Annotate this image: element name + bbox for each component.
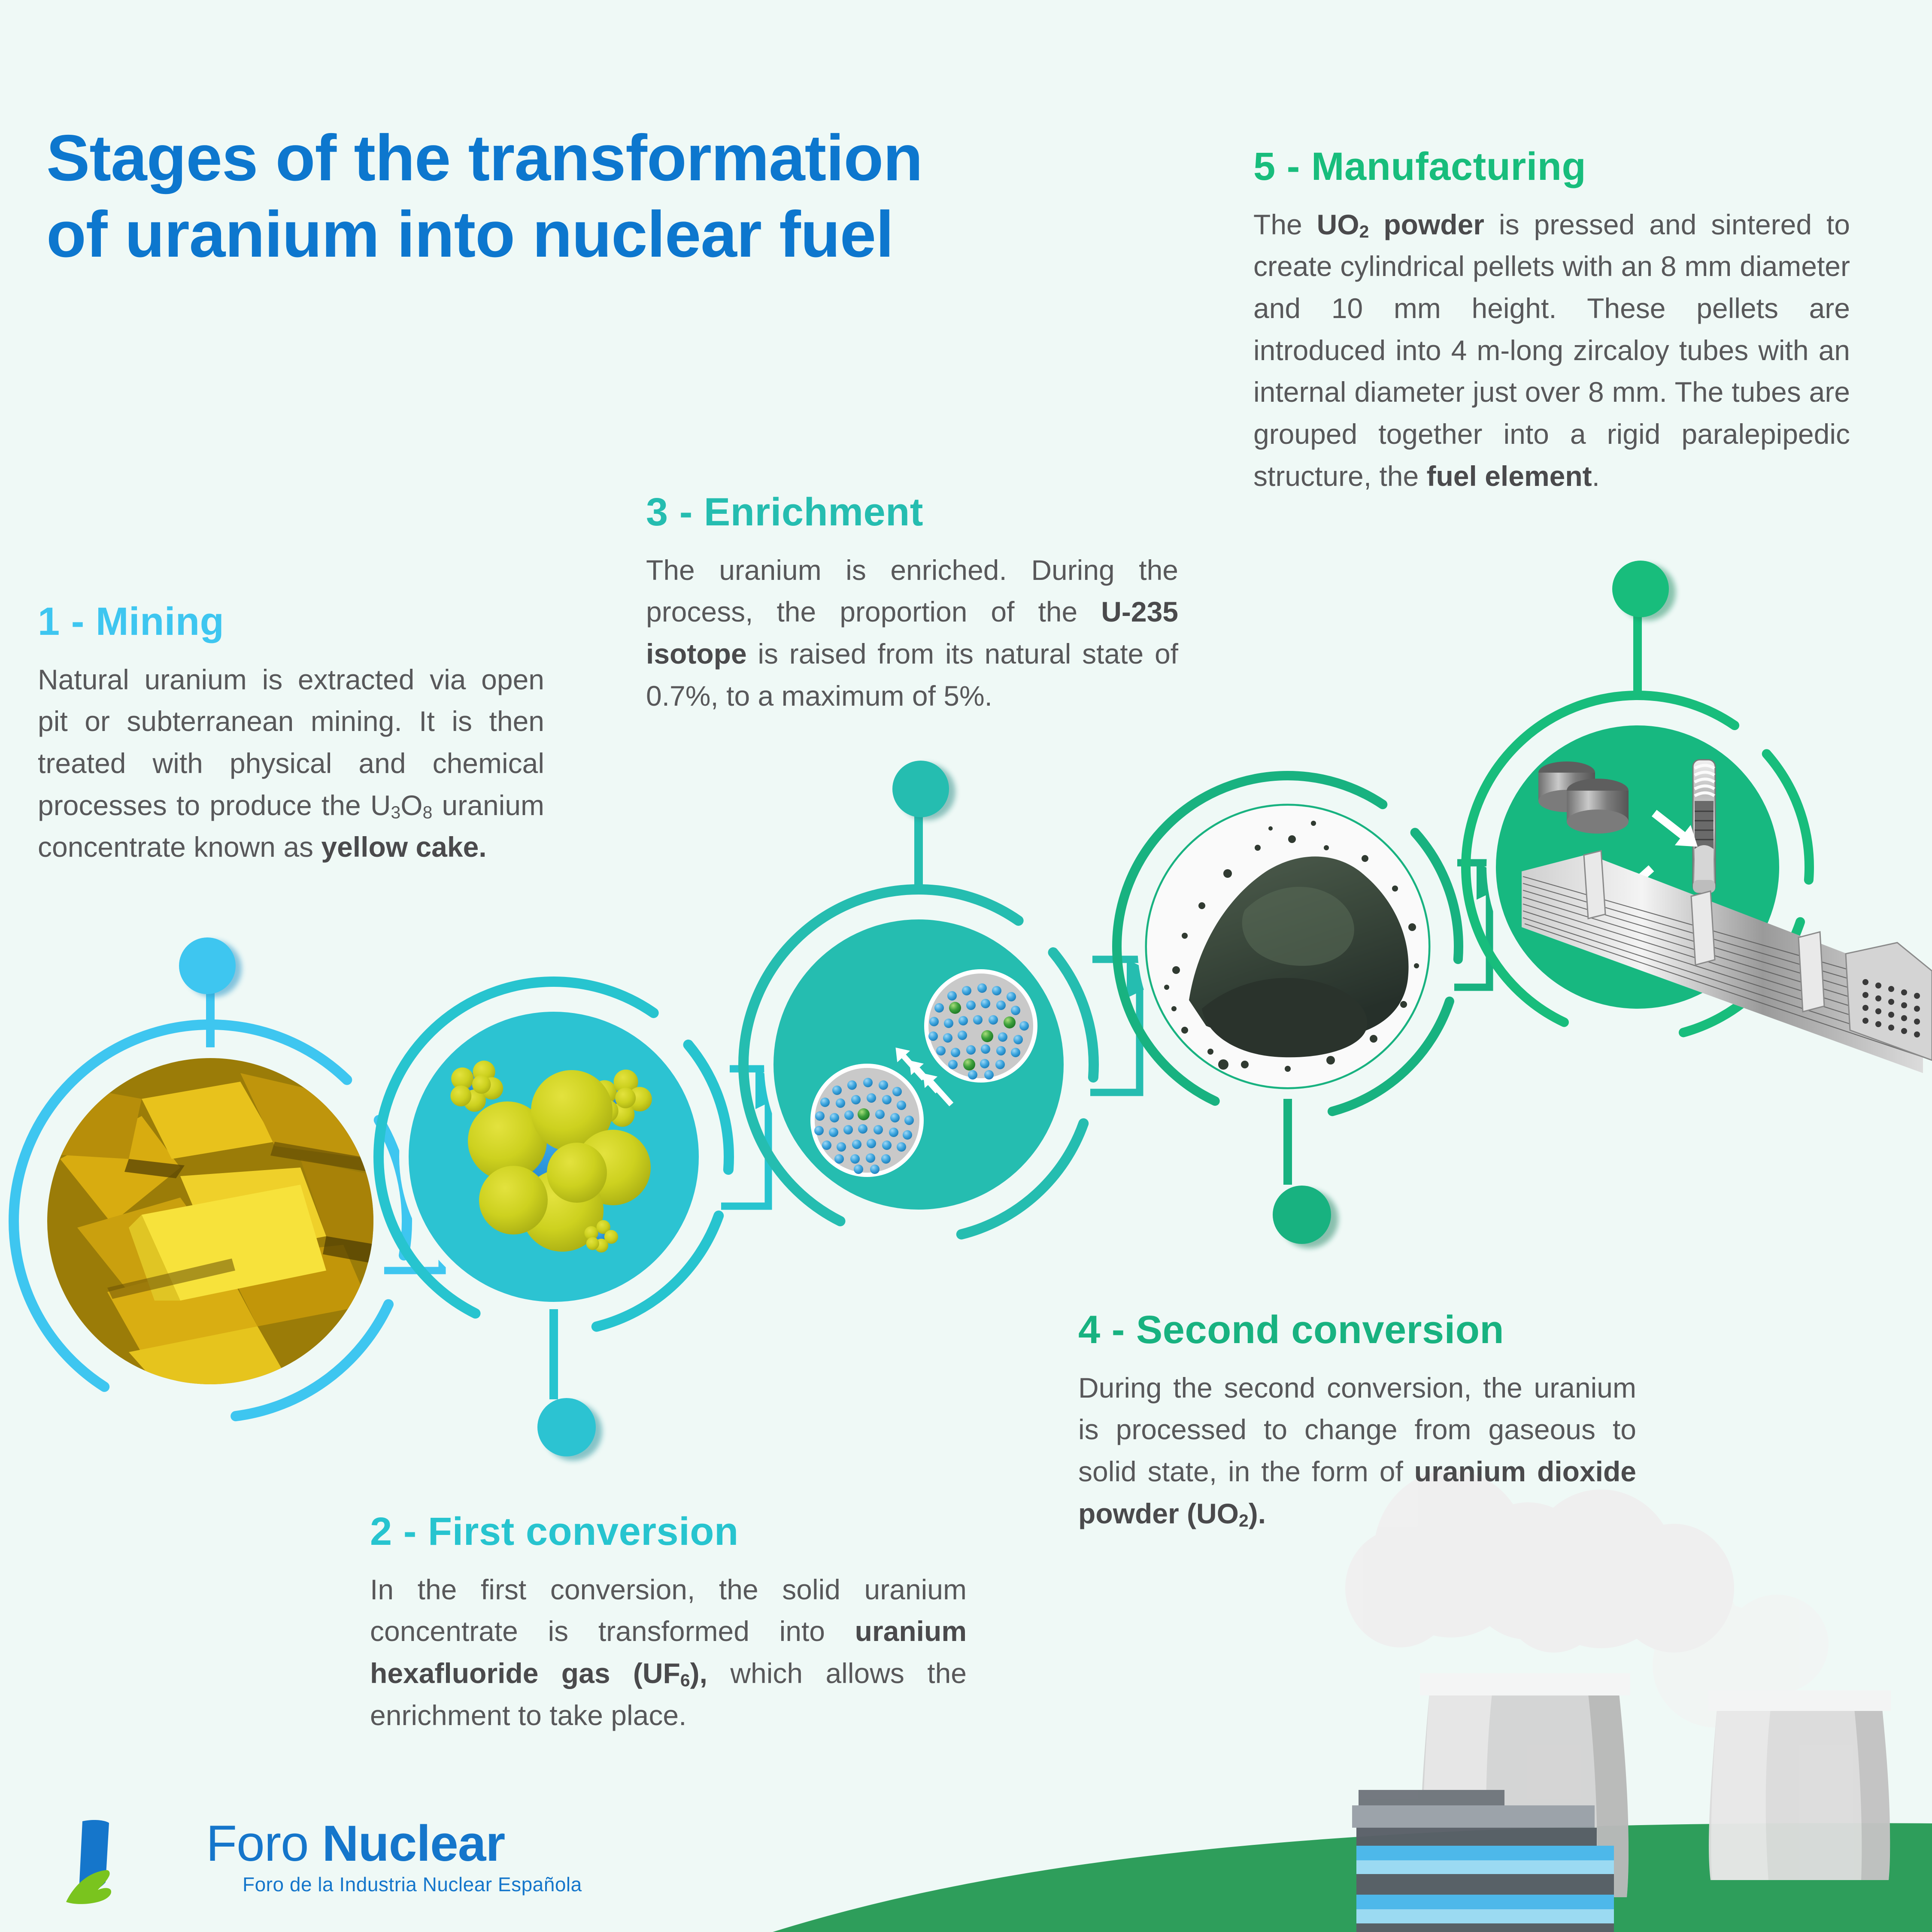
logo-brand-light: Foro bbox=[206, 1815, 322, 1872]
step-3-enrichment: 3 - Enrichment The uranium is enriched. … bbox=[646, 491, 1178, 717]
stage-2-illustration bbox=[373, 977, 734, 1461]
nuclear-power-plant-illustration bbox=[1345, 1470, 1891, 1932]
page-title: Stages of the transformation of uranium … bbox=[46, 120, 1205, 273]
step-5-manufacturing: 5 - Manufacturing The UO2 powder is pres… bbox=[1253, 146, 1850, 497]
stage-3-illustration bbox=[738, 761, 1099, 1245]
step-3-heading: 3 - Enrichment bbox=[646, 490, 924, 534]
stage-5-illustration bbox=[1461, 561, 1932, 1073]
stage-5-dot bbox=[1612, 561, 1669, 617]
step-5-body: The UO2 powder is pressed and sintered t… bbox=[1253, 208, 1850, 492]
step-2-first-conversion: 2 - First conversion In the first conver… bbox=[370, 1511, 967, 1736]
step-2-body: In the first conversion, the solid urani… bbox=[370, 1573, 967, 1731]
stage-4-dot bbox=[1273, 1186, 1331, 1244]
stage-1-illustration bbox=[9, 937, 412, 1423]
step-1-body: Natural uranium is extracted via open pi… bbox=[38, 663, 544, 863]
green-hill bbox=[773, 1823, 1932, 1932]
stage-4-illustration bbox=[1112, 771, 1463, 1248]
logo-mark bbox=[66, 1820, 112, 1904]
uo2-pellets bbox=[1538, 761, 1629, 834]
step-1-mining: 1 - Mining Natural uranium is extracted … bbox=[38, 601, 544, 868]
step-1-heading: 1 - Mining bbox=[38, 600, 224, 643]
stage-3-dot bbox=[892, 761, 949, 817]
step-4-second-conversion: 4 - Second conversion During the second … bbox=[1078, 1309, 1636, 1535]
step-3-body: The uranium is enriched. During the proc… bbox=[646, 554, 1178, 712]
step-2-heading: 2 - First conversion bbox=[370, 1510, 739, 1553]
step-4-heading: 4 - Second conversion bbox=[1078, 1308, 1504, 1352]
step-4-body: During the second conversion, the uraniu… bbox=[1078, 1371, 1637, 1530]
step-5-heading: 5 - Manufacturing bbox=[1253, 145, 1586, 188]
fuel-rod bbox=[1692, 759, 1716, 894]
page-title-line-1: Stages of the transformation bbox=[46, 121, 923, 194]
page-title-line-2: of uranium into nuclear fuel bbox=[46, 197, 894, 271]
fuel-element-assembly bbox=[1522, 850, 1932, 1073]
logo-brand-bold: Nuclear bbox=[322, 1815, 505, 1872]
foro-nuclear-logo[interactable]: Foro Nuclear Foro de la Industria Nuclea… bbox=[64, 1815, 582, 1912]
stage-1-dot bbox=[179, 937, 236, 994]
stage-2-dot bbox=[537, 1398, 596, 1456]
enrichment-arrows bbox=[895, 1047, 954, 1107]
logo-tagline: Foro de la Industria Nuclear Española bbox=[243, 1873, 582, 1896]
logo-wordmark: Foro Nuclear bbox=[206, 1814, 505, 1873]
